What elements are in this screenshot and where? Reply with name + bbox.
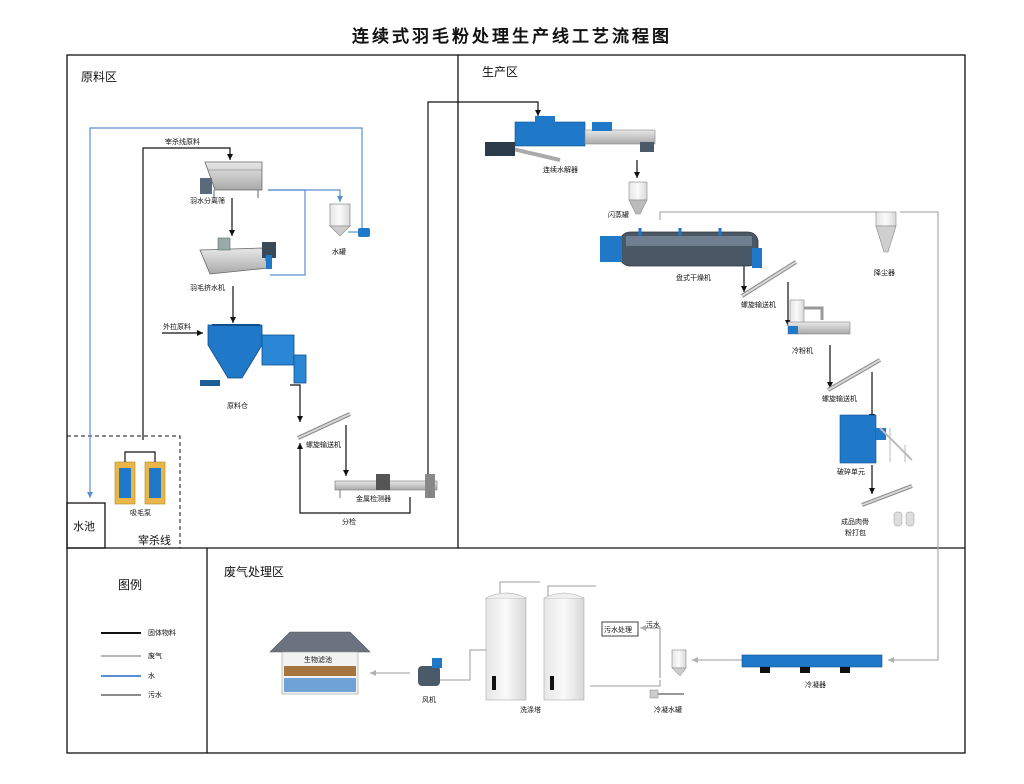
label-screw-3: 螺旋输送机: [822, 395, 857, 403]
label-cooler: 冷粉机: [792, 347, 813, 355]
legend-swatch-water: [101, 675, 141, 677]
legend-label-water: 水: [148, 672, 155, 680]
label-fan: 风机: [422, 696, 436, 704]
label-flash-tank: 闪蒸罐: [608, 211, 629, 219]
label-sorting: 分检: [342, 518, 356, 526]
label-wastewater-treatment: 污水处理: [604, 626, 632, 634]
legend-title: 图例: [118, 578, 143, 592]
crushing-unit-equipment: [839, 414, 913, 464]
wastewater-treatment-box: [601, 621, 639, 637]
condensate-tank-equipment: [649, 649, 687, 699]
label-condenser: 冷凝器: [805, 681, 826, 689]
slaughter-zone-border: [67, 435, 181, 548]
solid-lines-raw: [142, 101, 541, 514]
separator-screen-equipment: [200, 161, 263, 198]
scrubber-towers-equipment: [485, 592, 585, 701]
raw-material-bin-equipment: [200, 324, 307, 386]
label-dust: 降尘器: [874, 269, 895, 277]
solid-lines-production: [634, 160, 875, 494]
zone-slaughter-label: 宰杀线: [138, 534, 171, 547]
zone-frames: [66, 54, 966, 754]
legend-swatch-gas: [101, 655, 141, 657]
label-condensate-tank: 冷凝水罐: [654, 706, 682, 714]
screw-conveyor-3-equipment: [827, 358, 881, 392]
label-screw-1: 螺旋输送机: [306, 441, 341, 449]
zone-exhaust-label: 废气处理区: [224, 565, 285, 579]
label-product-1: 成品肉骨: [841, 518, 869, 526]
product-packaging-equipment: [861, 484, 915, 527]
legend-label-solid: 固体物料: [148, 629, 176, 637]
label-metal-detector: 金属检测器: [356, 495, 391, 503]
label-outside-raw: 外拉原料: [163, 323, 191, 331]
feather-press-equipment: [199, 237, 276, 275]
sewage-lines: [640, 625, 661, 678]
label-screw-2: 螺旋输送机: [741, 301, 776, 309]
legend-swatch-solid: [101, 632, 141, 634]
label-crusher: 破碎单元: [837, 468, 865, 476]
label-water-tank: 水罐: [332, 248, 346, 256]
water-lines: [87, 127, 363, 498]
zone-pool-label: 水池: [73, 520, 95, 533]
legend-swatch-sewage: [101, 694, 141, 696]
label-sewage: 污水: [646, 621, 660, 629]
flash-tank-equipment: [628, 181, 648, 215]
water-tank-equipment: [329, 203, 370, 237]
feather-pump-equipment: [114, 451, 166, 505]
label-scrubber: 洗涤塔: [520, 706, 541, 714]
label-dryer: 盘式干燥机: [676, 274, 711, 282]
biofilter-equipment: [269, 631, 371, 695]
label-slaughter-raw: 宰杀线原料: [165, 138, 200, 146]
label-separator: 羽水分离筛: [190, 197, 225, 205]
legend-label-gas: 废气: [148, 652, 162, 660]
condenser-equipment: [741, 654, 883, 673]
label-product-2: 粉打包: [845, 529, 866, 537]
zone-raw-label: 原料区: [81, 70, 118, 84]
disc-dryer-equipment: [600, 228, 762, 268]
label-biofilter: 生物滤池: [304, 656, 332, 664]
label-raw-bin: 原料仓: [227, 402, 248, 410]
screw-conveyor-2-equipment: [740, 260, 798, 298]
label-press: 羽毛挤水机: [190, 284, 225, 292]
metal-detector-equipment: [334, 474, 438, 498]
hydrolyzer-equipment: [485, 116, 656, 162]
powder-cooler-equipment: [787, 299, 851, 335]
label-hydrolyzer: 连续水解器: [543, 166, 578, 174]
page-title: 连续式羽毛粉处理生产线工艺流程图: [352, 27, 672, 47]
zone-production-label: 生产区: [482, 65, 519, 79]
label-feather-pump: 吸毛泵: [130, 509, 151, 517]
legend-label-sewage: 污水: [148, 691, 162, 699]
fan-equipment: [418, 658, 442, 686]
dust-collector-equipment: [875, 211, 897, 253]
screw-conveyor-1-equipment: [297, 412, 351, 440]
